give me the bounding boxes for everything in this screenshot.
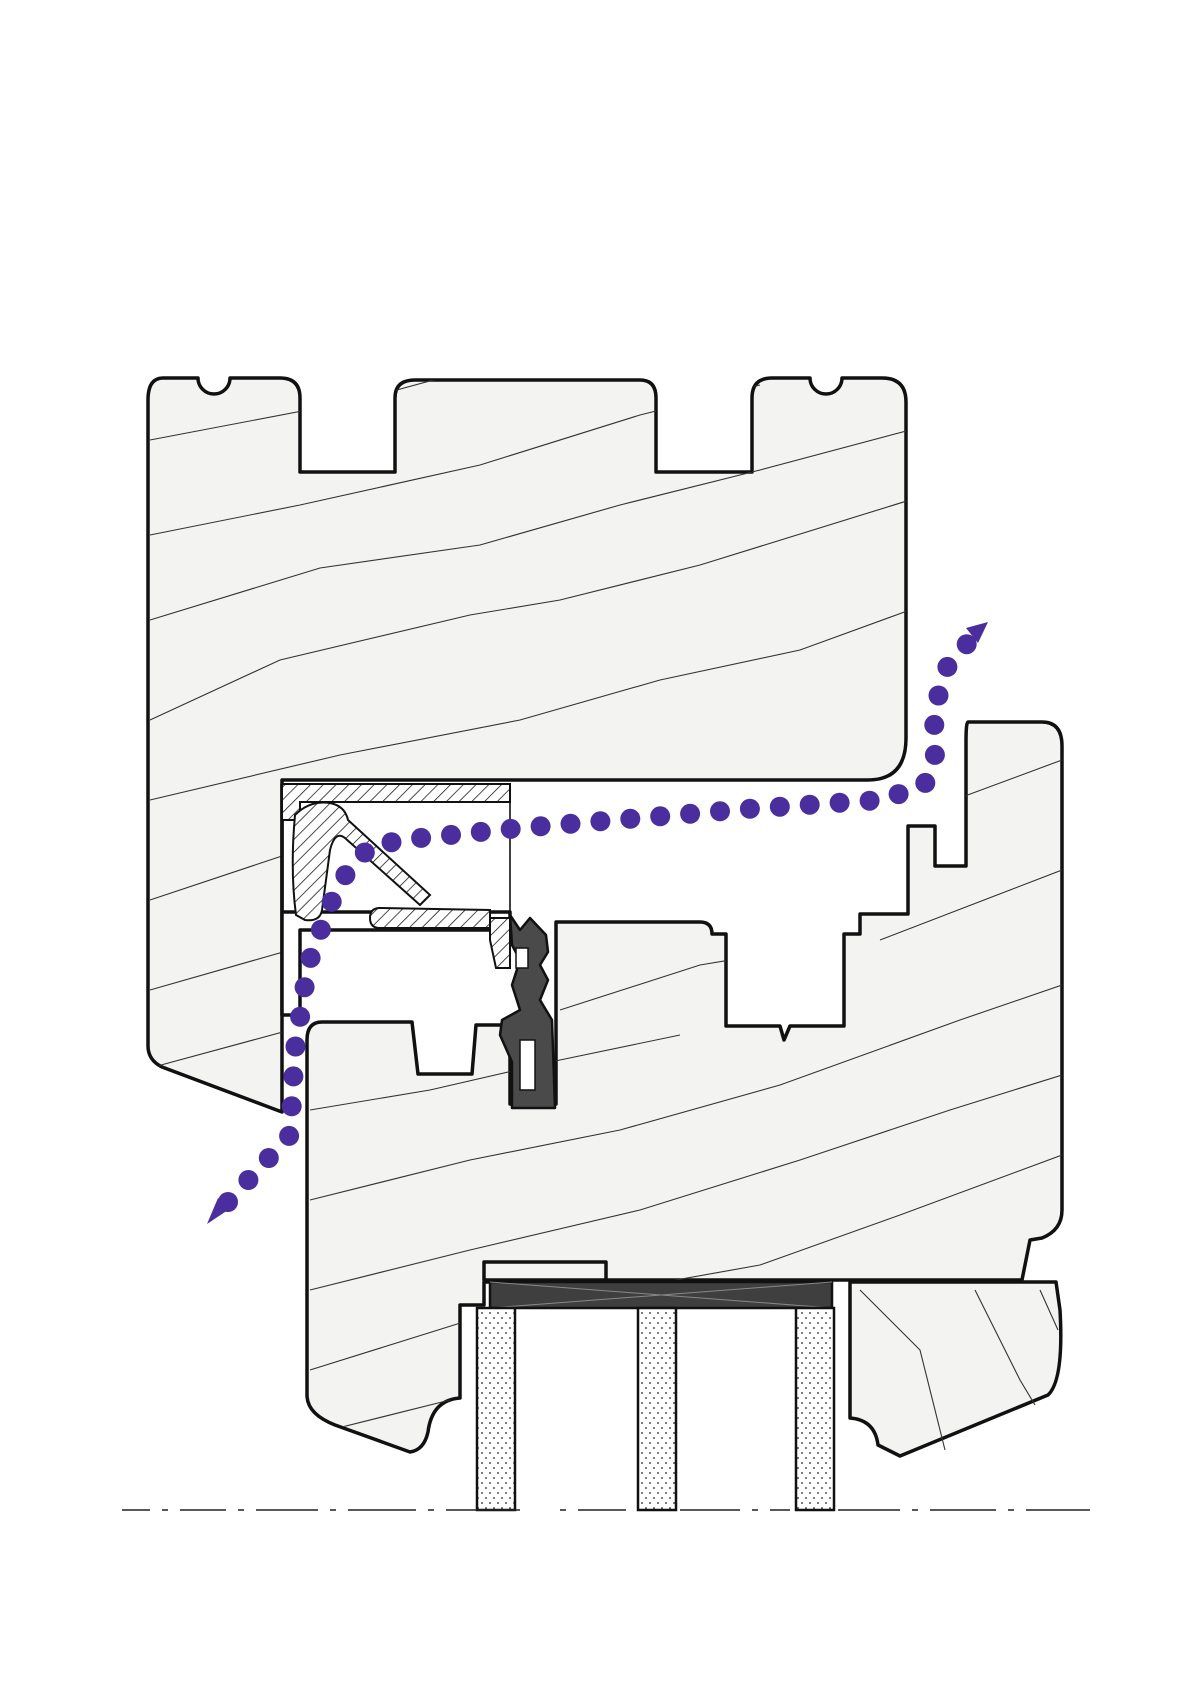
air-path-dot — [281, 1096, 302, 1117]
air-path-dot — [441, 824, 461, 845]
air-path-start-arrow — [207, 1198, 228, 1224]
air-path-dot — [739, 798, 760, 819]
air-path-end-arrow — [966, 622, 988, 643]
air-path-dot — [310, 919, 331, 940]
seal-gasket — [498, 913, 557, 1110]
air-path-dot — [290, 1006, 311, 1027]
air-path-dot — [928, 685, 949, 706]
air-path-dot — [530, 816, 551, 837]
air-path-dot — [321, 891, 342, 912]
air-path-dot — [283, 1066, 304, 1087]
air-path-dot — [915, 772, 936, 793]
air-path-dot — [924, 714, 945, 735]
air-path-dot — [500, 818, 521, 839]
hardware-profile — [281, 783, 511, 969]
air-path-dot — [279, 1125, 300, 1146]
air-path-dot — [300, 947, 321, 968]
air-path-dot — [650, 806, 671, 827]
air-path-dot — [294, 977, 315, 998]
glass-pane-3 — [794, 1306, 836, 1512]
air-path-dot — [335, 865, 356, 886]
air-path-dot — [470, 821, 491, 842]
air-path-dot — [258, 1148, 279, 1168]
glass-pane-2 — [636, 1306, 678, 1512]
air-path — [218, 634, 977, 1212]
air-path-dot — [238, 1170, 259, 1190]
air-path-dot — [620, 808, 641, 829]
air-path-dot — [354, 842, 375, 863]
air-path-dot — [285, 1036, 306, 1057]
glazing-bead — [848, 1280, 1063, 1458]
air-path-dot — [888, 784, 909, 805]
air-path-dot — [859, 790, 880, 811]
air-path-dot — [680, 803, 701, 824]
air-path-dot — [590, 811, 611, 832]
air-path-dot — [710, 801, 730, 822]
air-path-dot — [937, 656, 958, 677]
air-path-dot — [560, 813, 581, 834]
gasket-chamber — [515, 947, 529, 969]
air-path-dot — [381, 832, 402, 853]
air-path-dot — [924, 744, 945, 765]
frame — [146, 376, 908, 1114]
glazing-unit — [475, 1280, 836, 1512]
gasket-chamber — [519, 1039, 536, 1091]
air-path-dot — [799, 794, 820, 815]
spacer-bar-hatch — [489, 1281, 833, 1309]
glass-pane-1 — [475, 1306, 517, 1512]
air-path-dot — [829, 792, 850, 813]
air-path-dot — [956, 634, 977, 655]
air-path-dot — [769, 796, 790, 817]
air-path-dot — [411, 827, 432, 848]
